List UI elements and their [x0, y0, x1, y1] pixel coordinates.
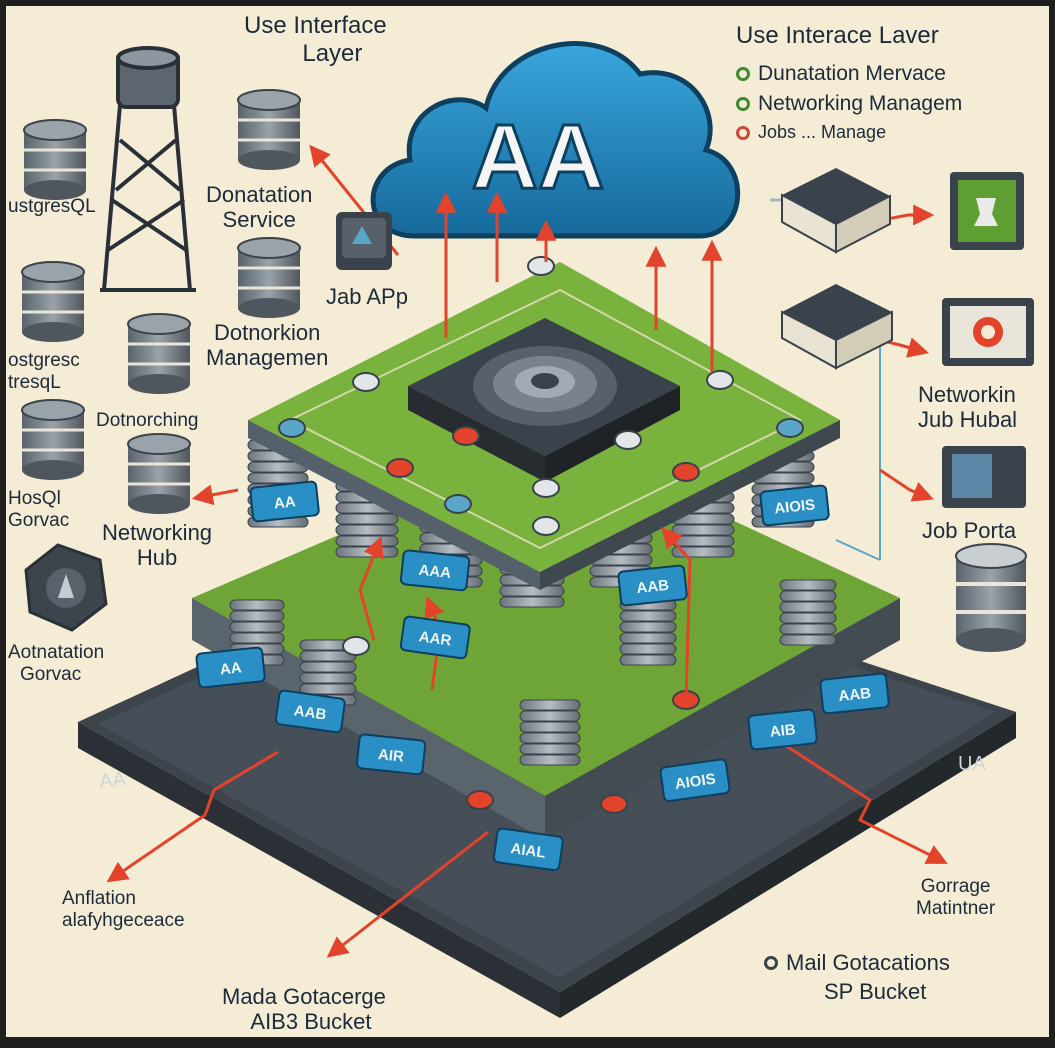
- connector-node: [342, 636, 370, 656]
- connector-nodes: [278, 256, 804, 814]
- job-portal-label: Job Porta: [922, 518, 1017, 543]
- database-icon: [21, 261, 85, 342]
- base-right-label: UA: [958, 753, 986, 775]
- chip-text: AAB: [838, 685, 872, 705]
- hexagon-icon: [24, 543, 108, 632]
- database-icon: [127, 313, 191, 394]
- storage-label: Gorrage Matintner: [916, 876, 996, 919]
- chip-label: AAR: [399, 615, 471, 660]
- legend-item: Networking Managem: [736, 92, 962, 116]
- left-databases: [21, 89, 301, 514]
- chip-label: AAB: [617, 564, 688, 607]
- disk-stack: [299, 639, 357, 706]
- chip-text: AAB: [636, 577, 670, 597]
- jab-app-label: Jab APp: [326, 284, 408, 309]
- chip-label: AIB: [747, 708, 818, 751]
- chip-text: AAR: [418, 628, 453, 649]
- connector-node: [672, 462, 700, 482]
- database-icon: [237, 89, 301, 170]
- base-labels: AA UA: [98, 753, 986, 793]
- chip-text: AIB: [769, 721, 797, 741]
- connector-node: [614, 430, 642, 450]
- mail-row: Mail Gotacations: [764, 950, 950, 975]
- chip-label: AIOIS: [759, 484, 830, 527]
- chip-text: AAA: [418, 562, 452, 582]
- media-bucket-label: Mada Gotacerge AIB3 Bucket: [222, 984, 386, 1035]
- legend-item: Dunatation Mervace: [736, 62, 962, 86]
- postgresql-label-2: ostgresc tresqL: [8, 350, 80, 393]
- connector-node: [466, 790, 494, 810]
- database-icon: [127, 433, 191, 514]
- donatation-service-label: Donatation Service: [206, 182, 313, 233]
- networking-hub-label: Networking Hub: [102, 520, 213, 571]
- legend: Dunatation Mervace Networking Managem Jo…: [736, 62, 962, 143]
- chip-text: AIAL: [510, 840, 547, 862]
- connector-node: [278, 418, 306, 438]
- chip-label: AIR: [355, 733, 427, 776]
- mail-bucket-label: Mail Gotacations SP Bucket: [764, 950, 950, 1005]
- connector-node: [532, 516, 560, 536]
- chip-label: AAB: [274, 689, 346, 734]
- tower-icon: [100, 46, 196, 292]
- connector-node: [600, 794, 628, 814]
- app-box-icon: [336, 212, 392, 270]
- cloud-label: AA: [472, 106, 605, 208]
- aotnatation-label: Aotnatation Gorvac: [8, 642, 105, 685]
- connector-node: [444, 494, 472, 514]
- legend-item: Jobs ... Manage: [736, 122, 962, 143]
- legend-dot-icon: [736, 97, 750, 112]
- chip-text: AIOIS: [674, 770, 717, 793]
- connector-node: [532, 478, 560, 498]
- chip-text: AIOIS: [774, 496, 816, 517]
- chip-text: AA: [219, 659, 242, 678]
- disk-stack: [619, 599, 677, 666]
- chip-text: AA: [273, 493, 296, 512]
- base-left-label: AA: [98, 768, 127, 793]
- connector-node: [706, 370, 734, 390]
- dotnorching-label: Dotnorching: [96, 410, 199, 431]
- connector-node: [527, 256, 555, 276]
- base-arrows: [106, 484, 948, 958]
- disk-stack: [519, 699, 581, 766]
- disk-stack: [779, 579, 837, 646]
- chip-text: AIR: [377, 746, 405, 766]
- chip-label: AA: [195, 646, 266, 689]
- database-icon: [21, 399, 85, 480]
- chip-label: AAA: [399, 549, 471, 592]
- networking-jub-label: Networkin Jub Hubal: [918, 382, 1018, 433]
- chip-label: AA: [249, 480, 320, 523]
- database-icon: [237, 237, 301, 318]
- bullet-icon: [764, 955, 778, 970]
- chip-label: AIAL: [492, 827, 564, 872]
- chip-label: AIOIS: [659, 758, 731, 803]
- right-icons: [781, 168, 1034, 652]
- cloud-icon: [370, 41, 741, 239]
- chip-text: AAB: [293, 702, 328, 723]
- ui-layer-label: Use Interface Layer: [244, 12, 387, 67]
- connector-node: [452, 426, 480, 446]
- connector-node: [776, 418, 804, 438]
- postgresql-label-1: ustgresQL: [8, 196, 96, 217]
- right-title: Use Interace Laver: [736, 22, 939, 49]
- database-icon: [23, 119, 87, 200]
- annotation-left-label: Anflation alafyhgeceace: [62, 888, 185, 931]
- hosql-label: HosQl Gorvac: [8, 488, 70, 531]
- connector-node: [386, 458, 414, 478]
- legend-dot-icon: [736, 67, 750, 82]
- dotnorkion-label: Dotnorkion Managemen: [206, 320, 329, 371]
- chip-label: AAB: [819, 672, 890, 715]
- legend-dot-icon: [736, 125, 750, 140]
- connector-node: [352, 372, 380, 392]
